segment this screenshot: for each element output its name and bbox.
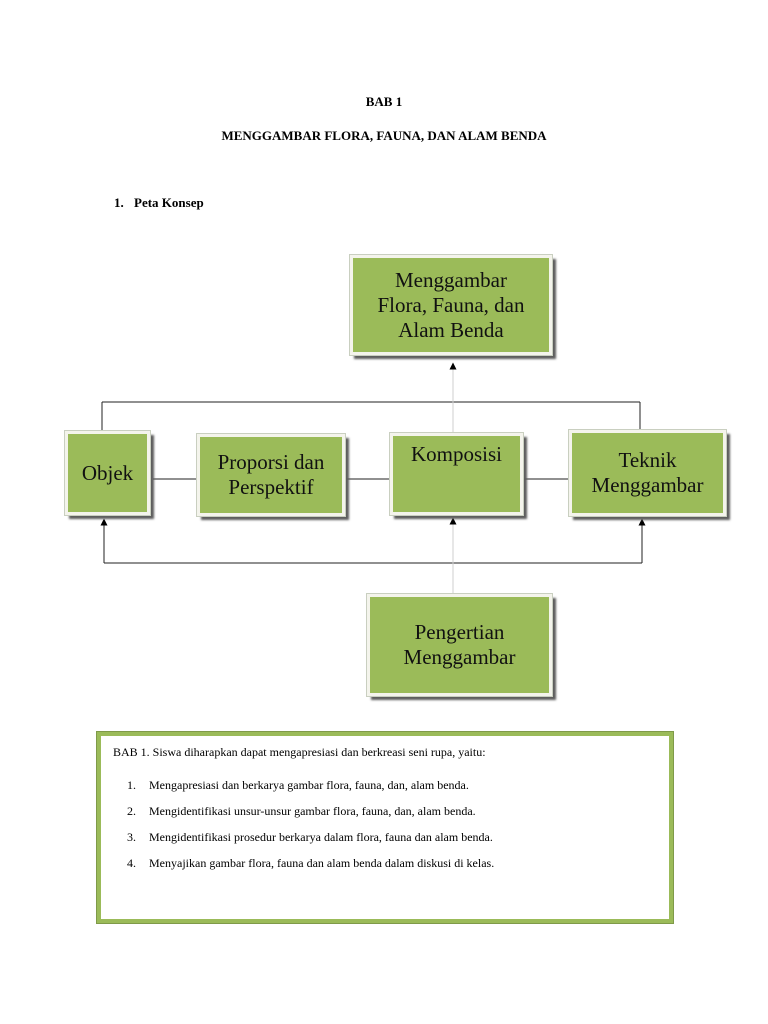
concept-objek-box: Objek — [64, 430, 151, 516]
proporsi-line-2: Perspektif — [228, 475, 314, 499]
main-line-2: Flora, Fauna, dan — [377, 292, 525, 317]
list-item: 4. Menyajikan gambar flora, fauna dan ala… — [101, 856, 494, 882]
section-number: 1. — [114, 195, 124, 210]
objectives-intro: BAB 1. Siswa diharapkan dapat mengapresi… — [113, 745, 486, 759]
main-line-1: Menggambar — [395, 267, 507, 292]
pengertian-line-1: Pengertian — [414, 620, 505, 644]
proporsi-line-1: Proporsi dan — [217, 450, 325, 474]
item-text: Mengapresiasi dan berkarya gambar flora,… — [149, 778, 469, 792]
item-number: 4. — [127, 856, 136, 870]
pengertian-line-2: Menggambar — [403, 645, 516, 669]
chapter-label: BAB 1 — [365, 94, 403, 109]
item-number: 2. — [127, 804, 136, 818]
concept-proporsi-box: Proporsi dan Perspektif — [196, 433, 346, 517]
teknik-line-2: Menggambar — [591, 473, 704, 497]
concept-teknik-box: Teknik Menggambar — [568, 429, 727, 517]
main-line-3: Alam Benda — [398, 317, 504, 342]
teknik-line-1: Teknik — [618, 448, 677, 472]
item-text: Menyajikan gambar flora, fauna dan alam … — [149, 856, 495, 870]
concept-komposisi-box: Komposisi — [389, 432, 524, 516]
item-text: Mengidentifikasi unsur-unsur gambar flor… — [149, 804, 476, 818]
section-title: Peta Konsep — [134, 195, 204, 210]
concept-main-box: Menggambar Flora, Fauna, dan Alam Benda — [349, 254, 553, 356]
chapter-title: MENGGAMBAR FLORA, FAUNA, DAN ALAM BENDA — [221, 128, 547, 143]
objectives-box: BAB 1. Siswa diharapkan dapat mengapresi… — [96, 731, 674, 924]
item-number: 1. — [127, 778, 136, 792]
concept-pengertian-box: Pengertian Menggambar — [366, 593, 553, 697]
item-text: Mengidentifikasi prosedur berkarya dalam… — [149, 830, 493, 844]
komposisi-label: Komposisi — [410, 442, 502, 466]
objek-label: Objek — [81, 460, 134, 485]
item-number: 3. — [127, 830, 136, 844]
list-item: 1. Mengapresiasi dan berkarya gambar flor… — [101, 778, 494, 804]
list-item: 3. Mengidentifikasi prosedur berkarya dal… — [101, 830, 494, 856]
list-item: 2. Mengidentifikasi unsur-unsur gambar fl… — [101, 804, 494, 830]
section-heading: 1. Peta Konsep — [114, 195, 204, 211]
objectives-list: 1. Mengapresiasi dan berkarya gambar flor… — [101, 778, 494, 882]
